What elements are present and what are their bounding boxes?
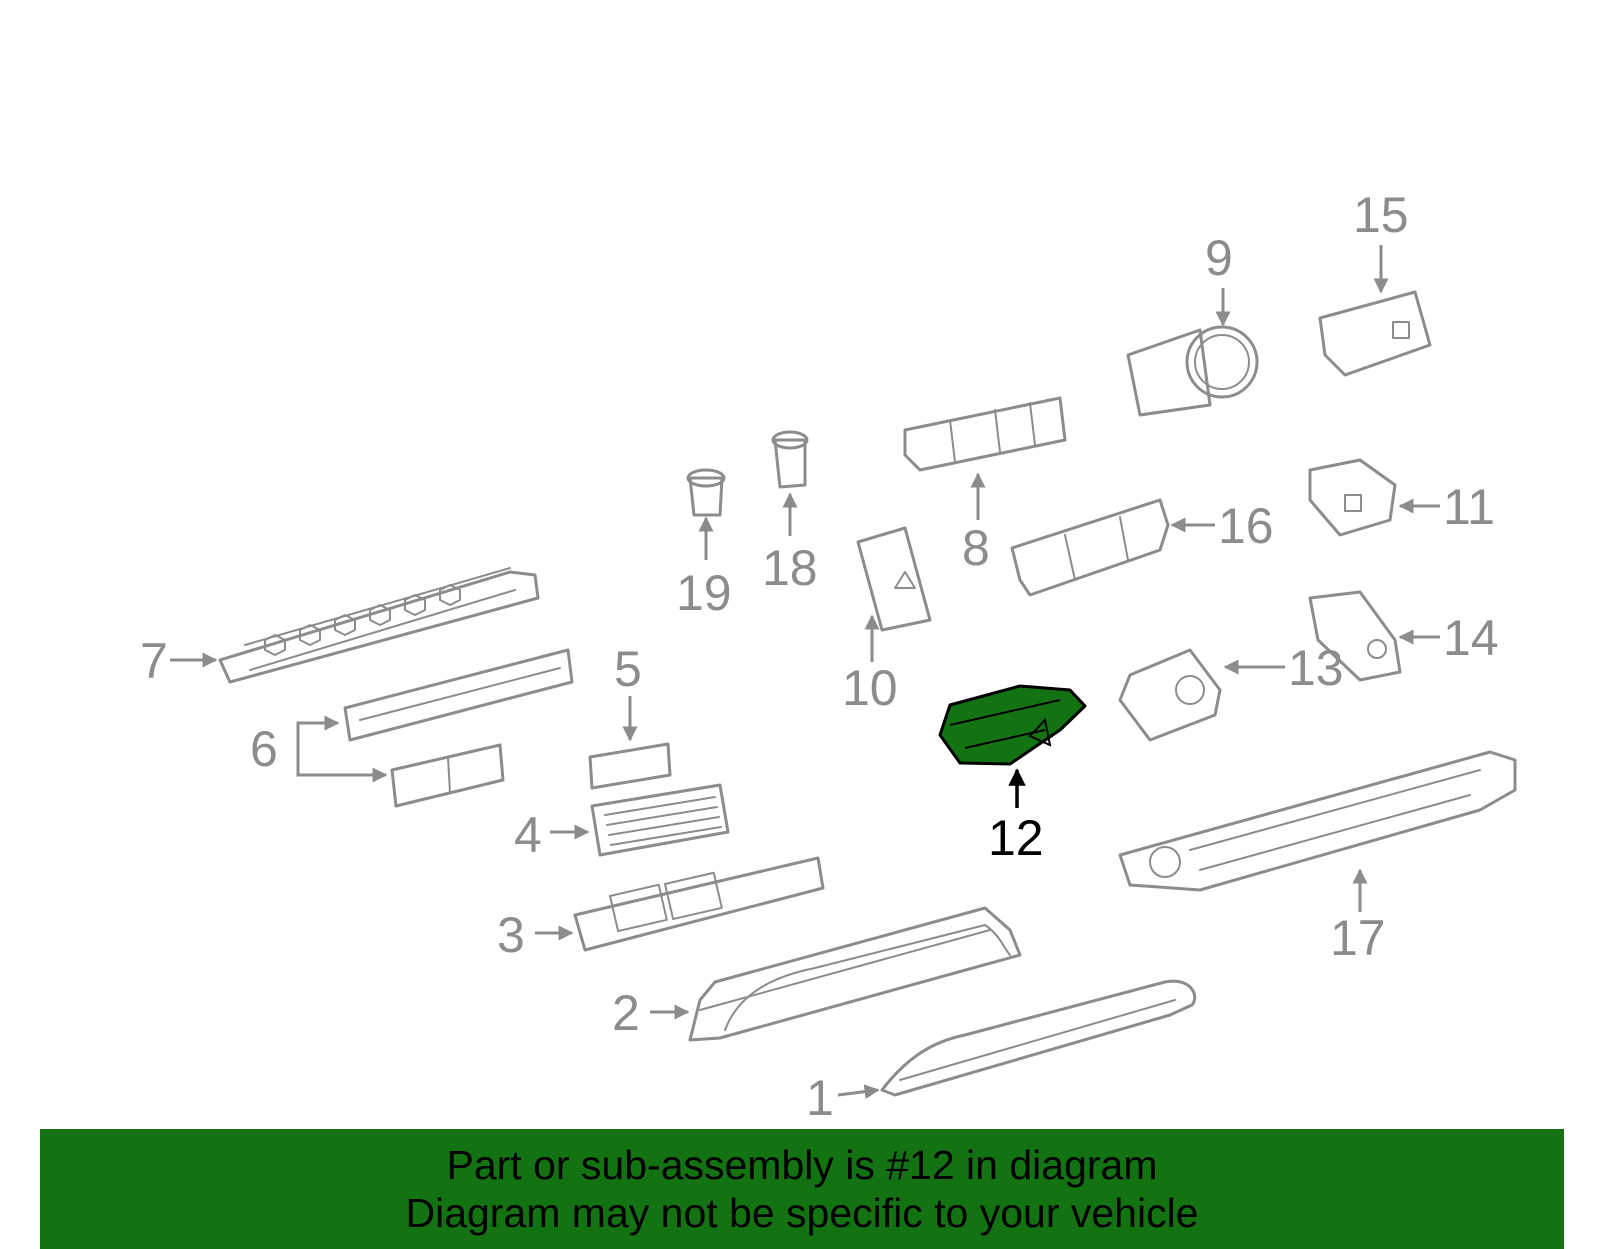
callout-7: 7 xyxy=(140,633,168,689)
part-17-climate-panel xyxy=(1118,750,1517,892)
callout-6: 6 xyxy=(250,721,278,777)
part-16-multi-switch xyxy=(1010,498,1170,597)
callout-13: 13 xyxy=(1288,640,1344,696)
part-11-switch xyxy=(1308,458,1397,537)
callout-17: 17 xyxy=(1330,910,1386,966)
part-5-lens xyxy=(588,742,672,790)
part-15-parking-switch xyxy=(1318,290,1432,377)
info-banner: Part or sub-assembly is #12 in diagram D… xyxy=(40,1129,1564,1249)
callout-1: 1 xyxy=(806,1070,834,1126)
banner-line-disclaimer: Diagram may not be specific to your vehi… xyxy=(405,1190,1199,1236)
part-12-highlighted-switch xyxy=(938,684,1087,766)
callout-4: 4 xyxy=(514,807,542,863)
leader-arrows xyxy=(170,245,1440,1100)
part-19-plug xyxy=(686,468,726,517)
arrow-6a xyxy=(296,715,340,745)
part-4-circuit-board xyxy=(590,783,730,857)
callout-2: 2 xyxy=(612,985,640,1041)
part-2-cluster-bezel xyxy=(688,906,1022,1042)
part-1-trim-panel xyxy=(880,979,1197,1097)
callout-19: 19 xyxy=(676,565,732,621)
part-7-control-module xyxy=(218,567,540,684)
arrow-6b xyxy=(296,745,388,783)
callout-10: 10 xyxy=(842,660,898,716)
part-6-display-panel xyxy=(343,648,574,808)
arrow-1 xyxy=(837,1084,880,1100)
part-13-seat-switch xyxy=(1118,648,1222,742)
callout-labels: 1 2 3 4 5 6 7 8 9 10 11 12 13 14 15 16 1… xyxy=(140,187,1499,1126)
part-3-cluster-housing xyxy=(573,856,825,952)
callout-14: 14 xyxy=(1443,610,1499,666)
part-9-start-button xyxy=(1126,325,1259,417)
callout-16: 16 xyxy=(1218,498,1274,554)
callout-15: 15 xyxy=(1353,187,1409,243)
part-14-knob-switch xyxy=(1308,590,1402,682)
part-10-hazard-switch xyxy=(856,526,932,632)
callout-9: 9 xyxy=(1205,230,1233,286)
callout-12: 12 xyxy=(988,810,1044,866)
part-18-plug xyxy=(771,430,809,489)
banner-line-part-number: Part or sub-assembly is #12 in diagram xyxy=(446,1142,1158,1188)
callout-8: 8 xyxy=(962,520,990,576)
callout-11: 11 xyxy=(1443,479,1495,535)
callout-18: 18 xyxy=(762,540,818,596)
callout-3: 3 xyxy=(497,907,525,963)
callout-5: 5 xyxy=(614,641,642,697)
part-8-switch-bank xyxy=(903,396,1067,472)
